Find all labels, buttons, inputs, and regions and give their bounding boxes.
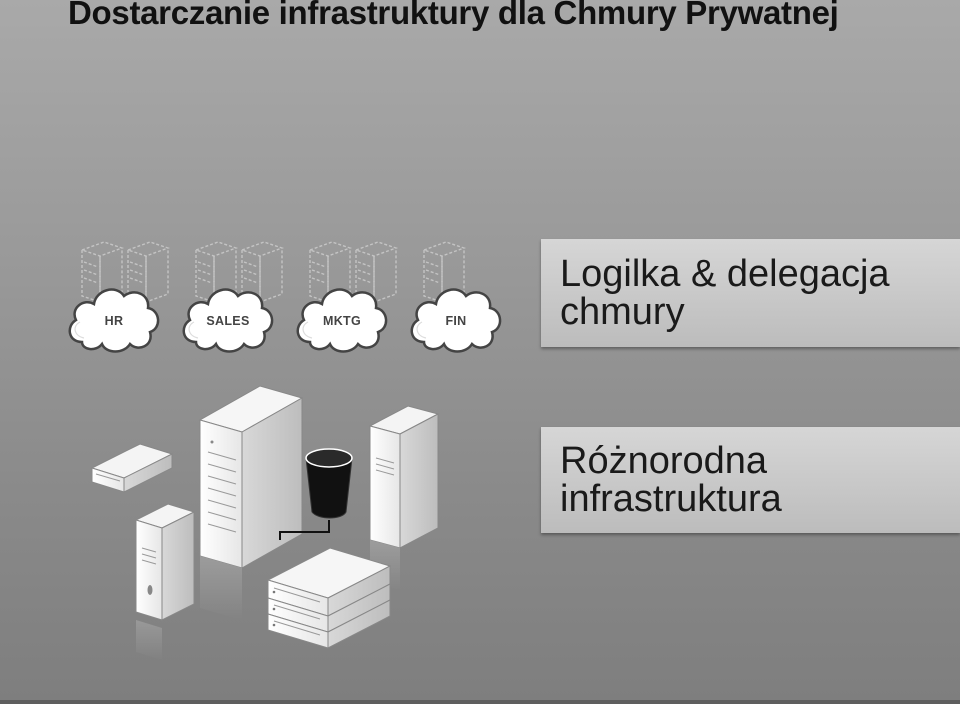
callout-infrastructure-text: Różnorodna infrastruktura bbox=[560, 440, 782, 520]
storage-cylinder-icon bbox=[279, 448, 353, 540]
footer-divider bbox=[0, 700, 960, 704]
cloud-group-sales: SALES bbox=[178, 236, 290, 366]
cloud-icon bbox=[296, 288, 388, 353]
callout-heterogeneous-infrastructure: Różnorodna infrastruktura bbox=[541, 427, 960, 533]
cloud-group-fin: FIN bbox=[406, 236, 518, 366]
cloud-group-hr: HR bbox=[64, 236, 176, 366]
cloud-label-mktg: MKTG bbox=[323, 314, 361, 328]
tower-server-icon bbox=[368, 405, 440, 590]
cloud-label-hr: HR bbox=[104, 314, 124, 328]
cloud-label-sales: SALES bbox=[206, 314, 250, 328]
tower-server-icon bbox=[134, 503, 196, 660]
cloud-icon bbox=[182, 288, 274, 353]
callout-cloud-logic: Logilka & delegacja chmury bbox=[541, 239, 960, 347]
rack-server-icon bbox=[90, 443, 174, 493]
cloud-group-mktg: MKTG bbox=[292, 236, 404, 366]
rack-server-icon bbox=[266, 547, 392, 649]
slide-title: Dostarczanie infrastruktury dla Chmury P… bbox=[68, 0, 839, 31]
callout-cloud-logic-text: Logilka & delegacja chmury bbox=[560, 253, 890, 333]
cloud-icon bbox=[410, 288, 502, 353]
department-clouds: HR SALES bbox=[64, 236, 504, 366]
tower-server-icon bbox=[198, 385, 304, 620]
cloud-label-fin: FIN bbox=[445, 314, 467, 328]
cloud-icon bbox=[68, 288, 160, 353]
infrastructure-illustration bbox=[90, 385, 440, 660]
